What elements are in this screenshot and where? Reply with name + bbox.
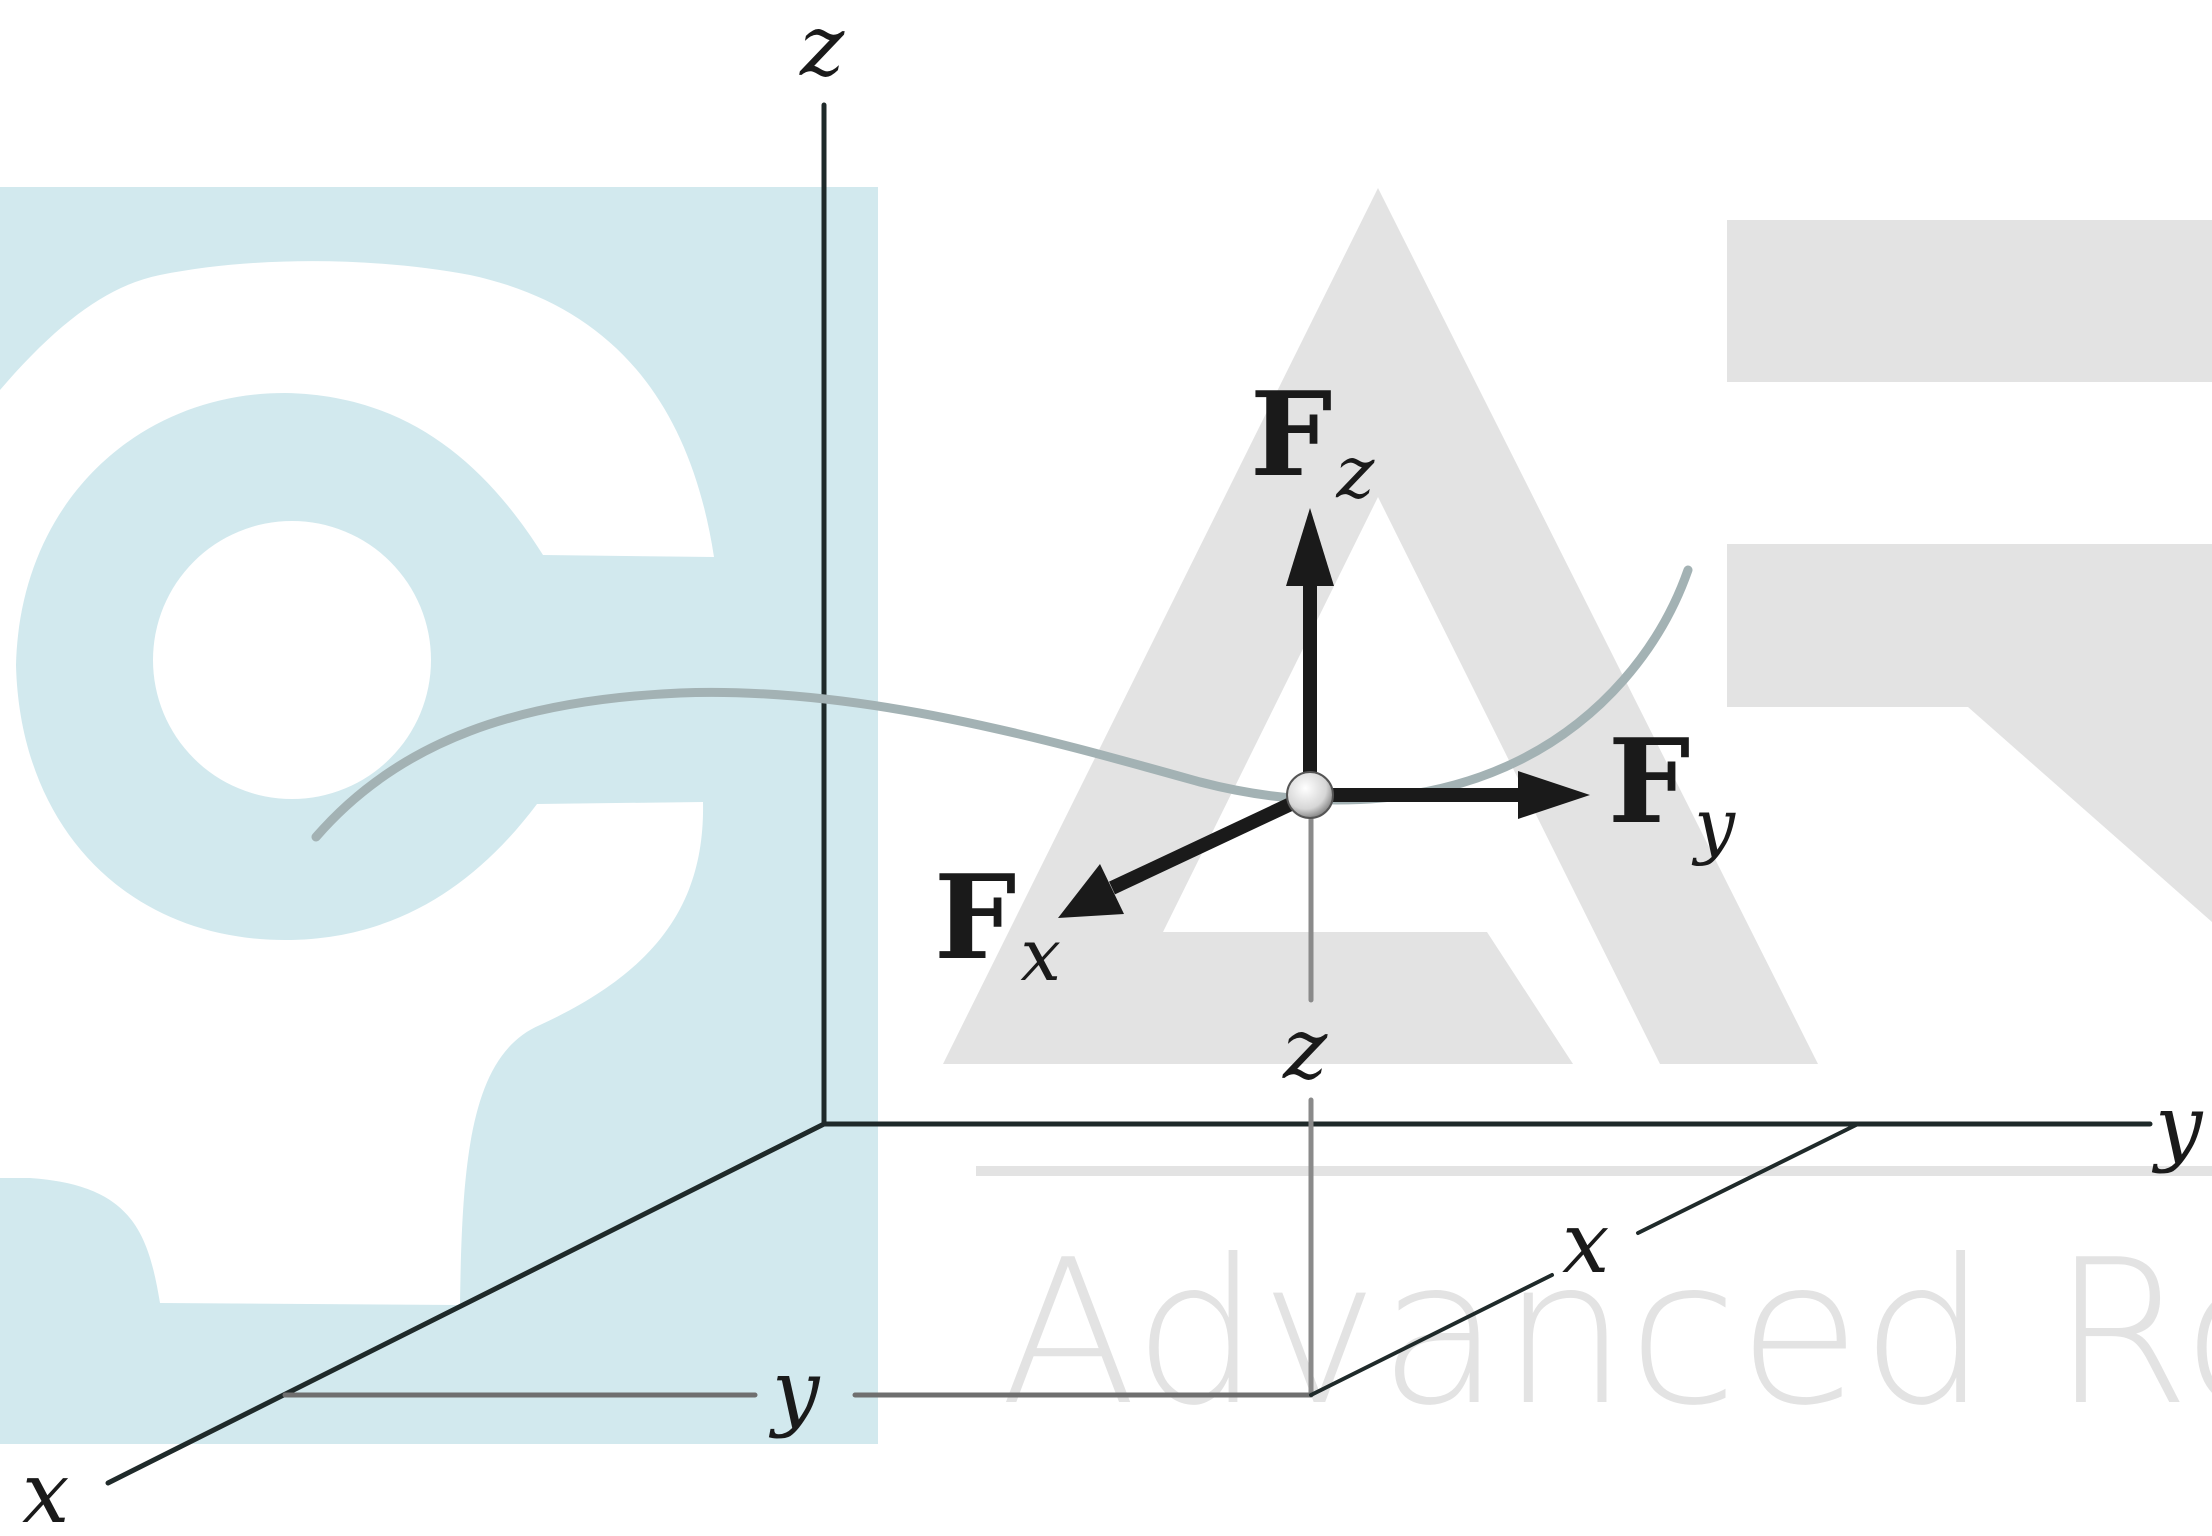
particle-ball — [1286, 771, 1334, 819]
main-axes — [105, 102, 2153, 1486]
fz-arrowhead — [1286, 508, 1334, 586]
fz-label: Fz — [1250, 367, 1375, 514]
watermark-text: Advanced Ro — [1000, 1217, 2212, 1450]
fx-label: Fx — [934, 850, 1061, 997]
watermark-gray-bar-lower — [1727, 544, 2212, 922]
fx-label-sub: x — [1020, 913, 1061, 997]
x-dimension-line-lower — [1309, 1273, 1554, 1397]
watermark-logo: Advanced Ro — [0, 187, 2212, 1450]
y-dimension-label: y — [768, 1342, 821, 1440]
z-dimension-label: z — [1282, 1000, 1328, 1098]
fz-label-main: F — [1250, 367, 1332, 503]
particle-path-curve — [311, 565, 1693, 842]
watermark-gray-triangle — [943, 188, 1818, 1064]
watermark-teal-cutout-top — [0, 261, 714, 1305]
force-vectors — [1058, 508, 1590, 918]
watermark-gray-bar-top — [1727, 220, 2212, 382]
fy-label-main: F — [1608, 714, 1690, 850]
z-axis-label: z — [799, 0, 845, 95]
fz-label-sub: z — [1335, 430, 1375, 514]
x-dimension-line-upper — [1636, 1122, 1860, 1235]
x-axis-line — [105, 1121, 827, 1486]
fy-label: Fy — [1608, 714, 1736, 867]
y-axis-label: y — [2151, 1077, 2204, 1175]
x-axis-label: x — [22, 1444, 69, 1536]
watermark-teal-ring-hole — [153, 521, 431, 799]
fy-label-sub: y — [1691, 783, 1736, 867]
watermark-underline — [976, 1166, 2212, 1176]
fx-arrow-shaft — [1109, 788, 1313, 895]
fy-arrowhead — [1518, 771, 1590, 819]
projection-lines — [282, 812, 1860, 1398]
x-dimension-label: x — [1562, 1194, 1609, 1292]
fx-label-main: F — [934, 850, 1016, 986]
fx-arrowhead — [1058, 864, 1124, 918]
